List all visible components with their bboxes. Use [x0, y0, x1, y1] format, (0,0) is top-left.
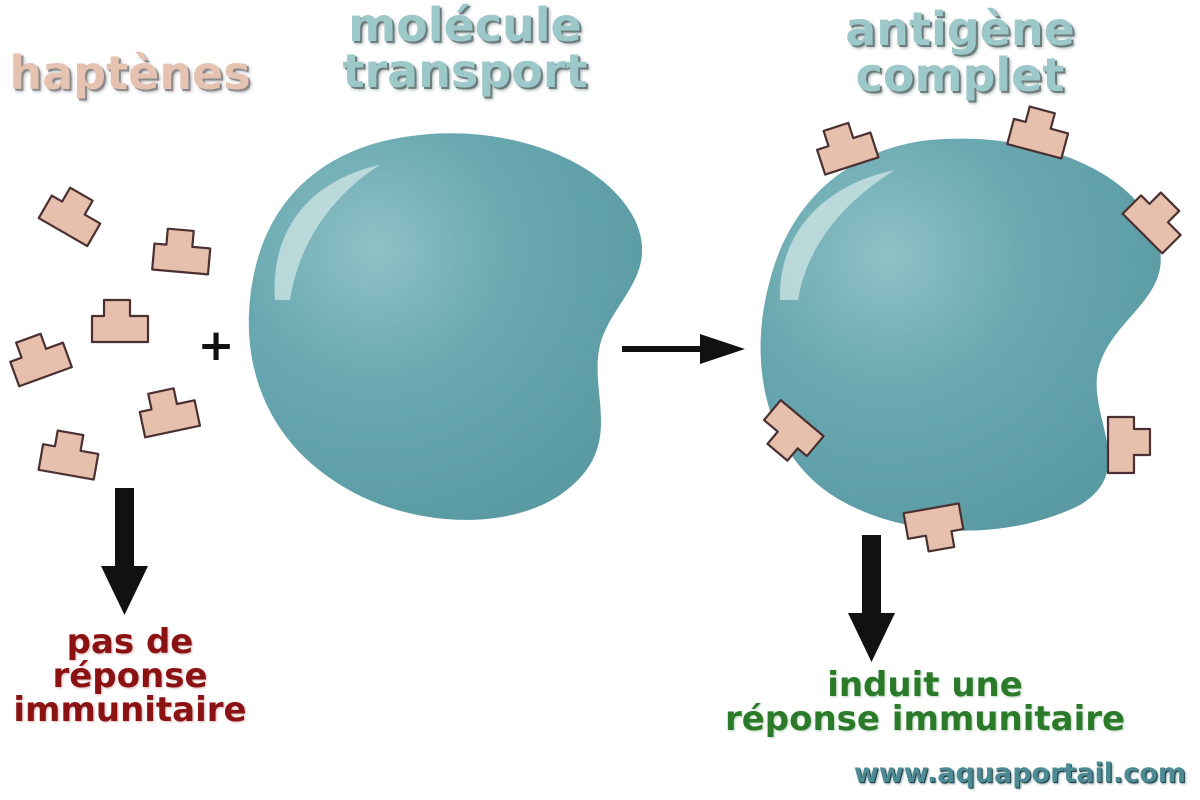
- hapten-shape: [90, 298, 150, 344]
- plus-sign: +: [198, 320, 235, 371]
- haptens-title: haptènes: [0, 50, 260, 96]
- carrier-molecule: [248, 133, 643, 520]
- down-arrow-left: [101, 488, 148, 615]
- induces-line1: induit une: [827, 665, 1023, 705]
- no-response-line2: réponse: [52, 656, 208, 696]
- hapten-shape: [135, 383, 202, 439]
- down-arrow-right: [848, 535, 895, 662]
- hapten-shape: [902, 502, 968, 556]
- induces-line2: réponse immunitaire: [724, 699, 1126, 739]
- complete-antigen: [752, 102, 1194, 556]
- free-haptens: [3, 180, 213, 481]
- antigen-molecule-body: [760, 138, 1161, 531]
- website-text: www.aquaportail.com: [853, 758, 1186, 789]
- antigen-molecule-highlight: [779, 170, 895, 300]
- website-watermark: www.aquaportail.com: [854, 760, 1186, 787]
- reaction-arrow: [622, 334, 745, 364]
- carrier-molecule-body: [248, 133, 643, 520]
- hapten-shape: [37, 427, 103, 481]
- hapten-shape: [151, 226, 213, 276]
- no-response-line3: immunitaire: [13, 690, 247, 730]
- antigen-title-line1: antigène: [845, 2, 1075, 56]
- carrier-molecule-title: molécule transport: [300, 2, 630, 94]
- carrier-title-line2: transport: [342, 44, 588, 98]
- complete-antigen-title: antigène complet: [790, 6, 1130, 98]
- induces-immune-response-label: induit une réponse immunitaire: [690, 668, 1160, 736]
- hapten-shape: [3, 326, 73, 388]
- hapten-shape: [37, 180, 110, 248]
- haptens-label: haptènes: [9, 46, 251, 100]
- no-response-line1: pas de: [66, 622, 194, 662]
- hapten-shape: [1106, 415, 1152, 475]
- antigen-title-line2: complet: [855, 48, 1065, 102]
- no-immune-response-label: pas de réponse immunitaire: [0, 625, 260, 727]
- carrier-title-line1: molécule: [348, 0, 582, 52]
- carrier-molecule-highlight: [274, 165, 380, 300]
